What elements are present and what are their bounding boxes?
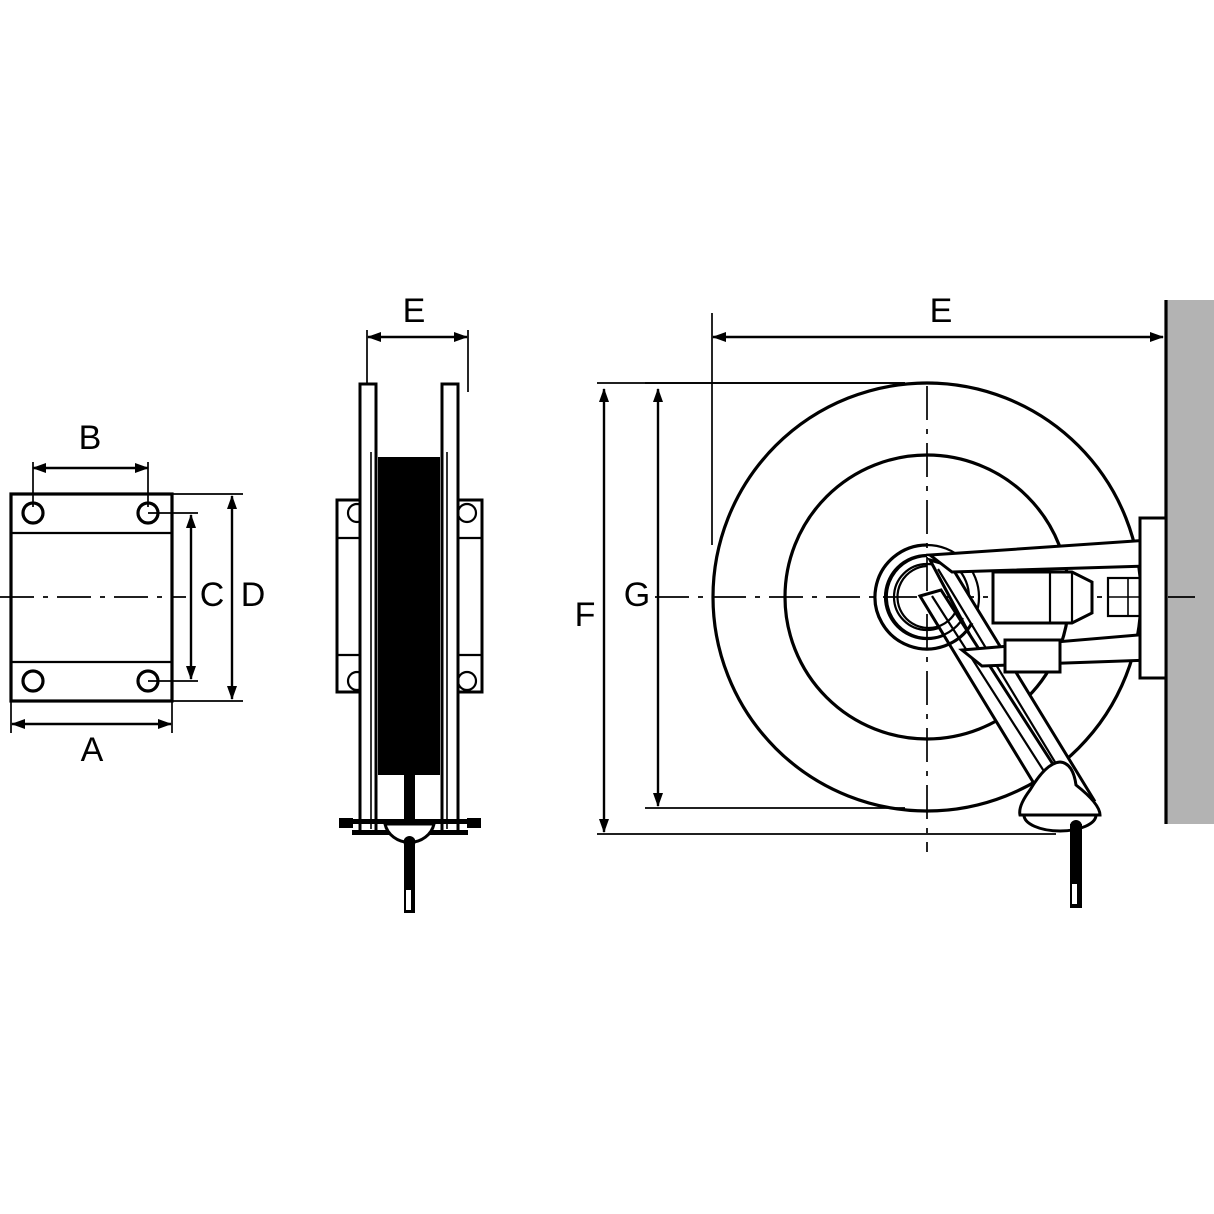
hose-tail-highlight (406, 890, 411, 910)
dim-label-d: D (241, 576, 266, 614)
hose-tail-assembly-highlight (1072, 884, 1077, 904)
wall-bracket-plate (1138, 516, 1168, 680)
crossbar-stub-left (339, 818, 353, 828)
support-boom-centre-rib (937, 568, 1079, 801)
view-reel-assembly: E G F (575, 292, 1214, 908)
hose-drop-upper (404, 775, 415, 825)
wall-surface (1166, 300, 1214, 824)
view-side-section: E (335, 292, 484, 913)
nozzle-head (1018, 760, 1102, 817)
dim-label-e-assembly: E (930, 292, 953, 330)
flange-right-plate-overlay (440, 382, 460, 835)
hose-tail-side (404, 840, 415, 913)
hub-curl-outer (873, 543, 974, 651)
dim-label-e-side: E (403, 292, 426, 330)
view-mounting-plate: B A C D (0, 419, 265, 769)
flange-left-plate-overlay (358, 382, 378, 835)
axle-crossbar-upper (352, 819, 468, 824)
hub-curl-inner (896, 564, 956, 630)
nozzle-joint-dot (403, 836, 416, 848)
mounting-hole-bottom-left (21, 669, 45, 693)
dim-label-f: F (575, 596, 596, 634)
nozzle-collar (1022, 813, 1098, 833)
dim-label-g: G (624, 576, 650, 614)
mounting-plate-outline (9, 492, 174, 703)
dim-label-a: A (81, 731, 104, 769)
wound-hose-mass-front (378, 457, 440, 775)
swivel-barrel (991, 570, 1094, 625)
dim-label-c: C (200, 576, 225, 614)
nozzle-joint-dot-assembly (1070, 820, 1082, 832)
boom-gusset-web (1003, 638, 1062, 674)
hub-curl-mid (885, 554, 964, 640)
crossbar-stub-right (467, 818, 481, 828)
dim-label-b: B (79, 419, 102, 457)
mount-arm-upper (925, 538, 1152, 574)
